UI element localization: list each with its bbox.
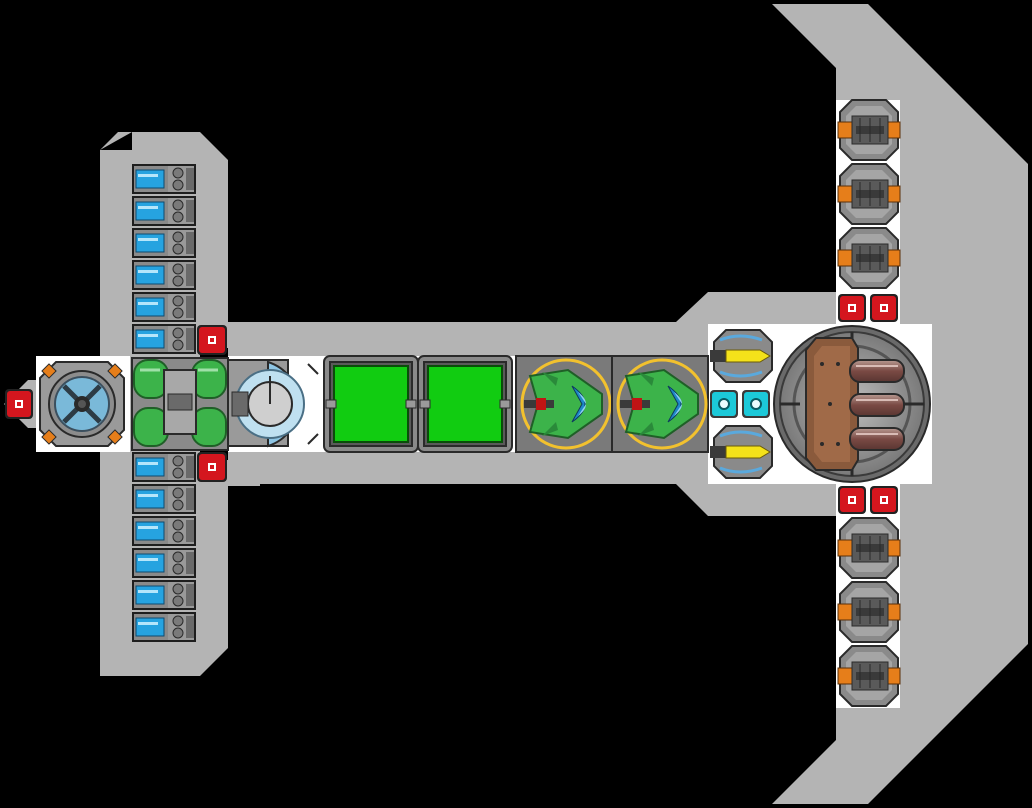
core-barrel-1 xyxy=(849,359,905,383)
battery-cell-bottom-4[interactable] xyxy=(132,548,196,578)
right-red-cell-4[interactable] xyxy=(870,486,898,514)
missile-launcher-2[interactable] xyxy=(710,425,773,479)
missile-launchers xyxy=(710,329,773,479)
side-turret-top-2[interactable] xyxy=(837,163,901,225)
green-fuel-tanks[interactable] xyxy=(131,357,229,451)
cargo-blocks xyxy=(323,355,513,453)
green-launcher-1[interactable] xyxy=(515,355,613,453)
right-red-cells xyxy=(838,294,898,514)
cyan-node-1[interactable] xyxy=(710,390,738,418)
side-turret-bottom-3[interactable] xyxy=(837,645,901,707)
battery-cell-top-3[interactable] xyxy=(132,228,196,258)
battery-cell-top-1[interactable] xyxy=(132,164,196,194)
battery-cell-bottom-6[interactable] xyxy=(132,612,196,642)
battery-column-bottom xyxy=(132,452,196,642)
core-barrel-3 xyxy=(849,427,905,451)
core-cannon[interactable] xyxy=(773,325,931,483)
side-turrets-bottom xyxy=(837,517,901,707)
right-red-cell-2[interactable] xyxy=(870,294,898,322)
right-red-cell-1[interactable] xyxy=(838,294,866,322)
cyan-node-2[interactable] xyxy=(742,390,770,418)
cyan-nodes xyxy=(710,390,770,418)
battery-cell-top-6[interactable] xyxy=(132,324,196,354)
cargo-block-1[interactable] xyxy=(323,355,419,453)
green-launcher-2[interactable] xyxy=(611,355,709,453)
battery-cell-bottom-5[interactable] xyxy=(132,580,196,610)
nose-reactor[interactable] xyxy=(39,361,125,447)
battery-cell-top-2[interactable] xyxy=(132,196,196,226)
right-red-cell-3[interactable] xyxy=(838,486,866,514)
side-turret-top-1[interactable] xyxy=(837,99,901,161)
core-barrel-2 xyxy=(849,393,905,417)
missile-launcher-1[interactable] xyxy=(710,329,773,383)
side-turrets-top xyxy=(837,99,901,289)
left-red-cell-top[interactable] xyxy=(197,325,227,355)
side-turret-bottom-1[interactable] xyxy=(837,517,901,579)
battery-cell-bottom-2[interactable] xyxy=(132,484,196,514)
side-turret-bottom-2[interactable] xyxy=(837,581,901,643)
shield-generator[interactable] xyxy=(227,359,319,448)
left-red-cell-bottom[interactable] xyxy=(197,452,227,482)
battery-cell-bottom-3[interactable] xyxy=(132,516,196,546)
battery-column-top xyxy=(132,164,196,354)
side-turret-top-3[interactable] xyxy=(837,227,901,289)
cargo-block-2[interactable] xyxy=(417,355,513,453)
nose-red-cell[interactable] xyxy=(5,389,33,419)
green-launchers xyxy=(515,355,709,453)
battery-cell-bottom-1[interactable] xyxy=(132,452,196,482)
battery-cell-top-4[interactable] xyxy=(132,260,196,290)
battery-cell-top-5[interactable] xyxy=(132,292,196,322)
